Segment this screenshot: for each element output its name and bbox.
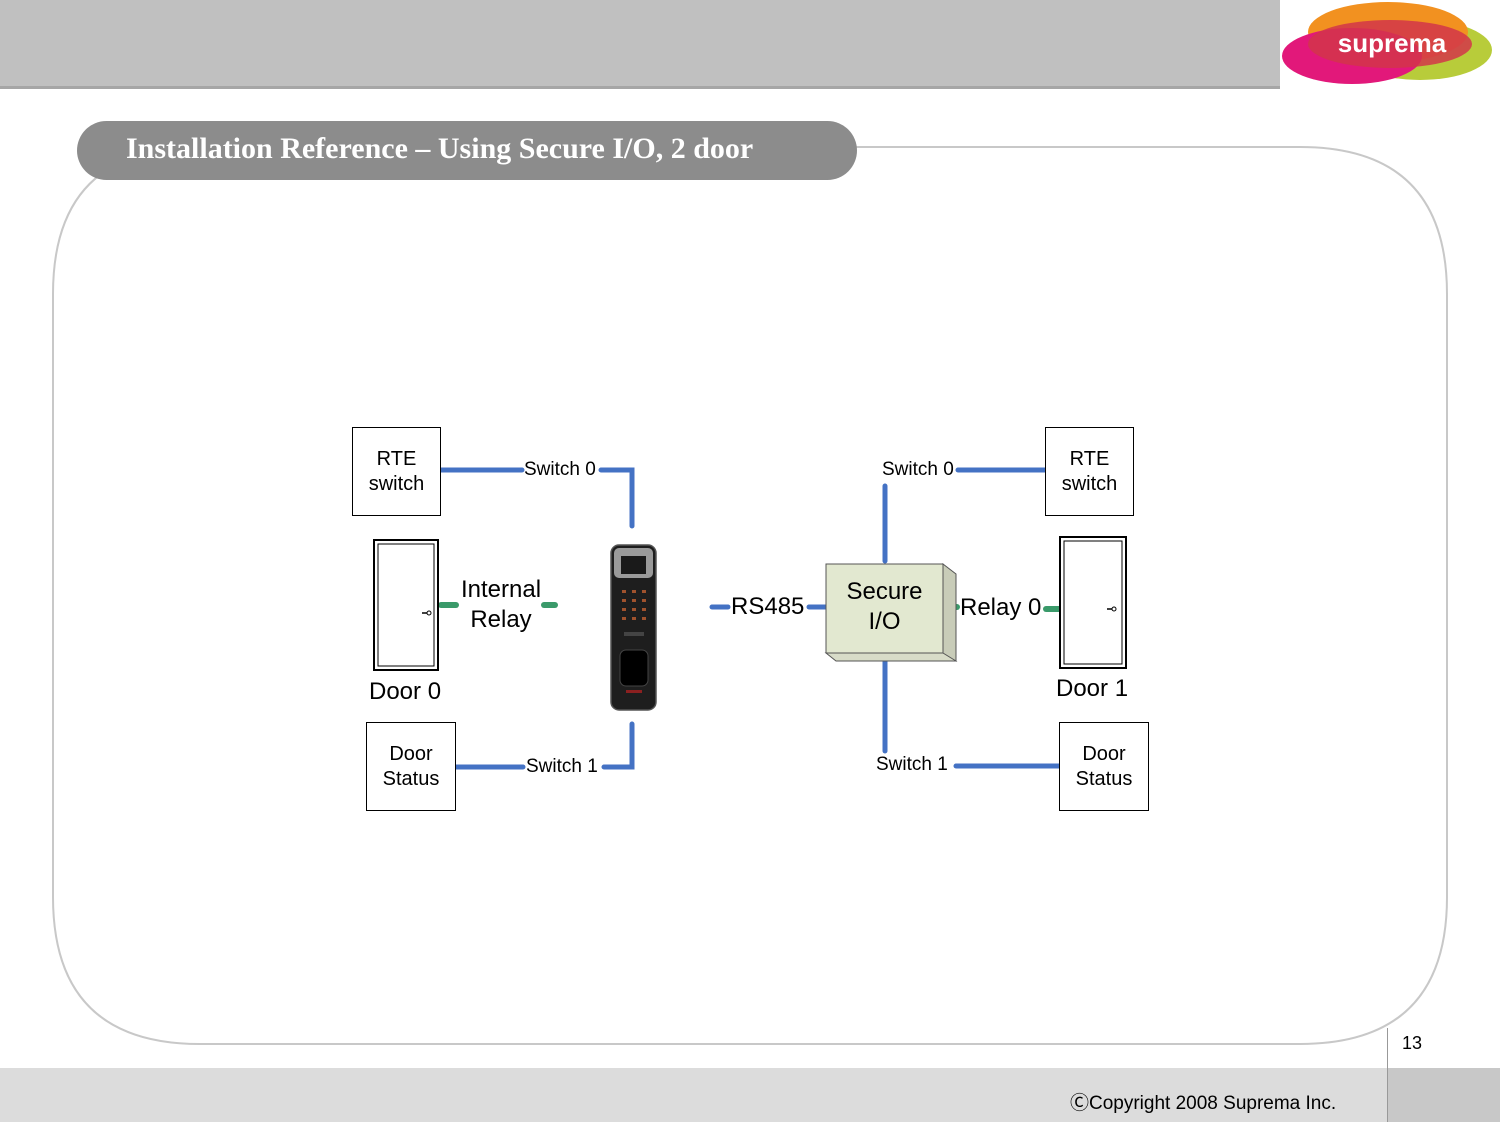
left-switch0-label: Switch 0 — [524, 459, 596, 480]
door1-label: Door 1 — [1056, 675, 1129, 702]
header-bar — [0, 0, 1280, 89]
title-banner — [77, 121, 857, 180]
page-title: Installation Reference – Using Secure I/… — [126, 132, 754, 165]
left-rte-switch-box: RTE switch — [352, 427, 441, 516]
secure-io-label: Secure I/O — [846, 578, 923, 635]
secure-io-box — [824, 562, 958, 662]
footer-corner — [1388, 1068, 1500, 1122]
door1-icon — [1059, 536, 1127, 669]
logo-text: suprema — [1338, 28, 1447, 58]
door0-icon — [373, 539, 439, 671]
right-door-status-box: Door Status — [1059, 722, 1149, 811]
fingerprint-reader-icon — [610, 544, 657, 711]
page-number: 13 — [1402, 1033, 1423, 1053]
suprema-logo: suprema — [1282, 2, 1492, 84]
relay0-label: Relay 0 — [960, 594, 1042, 621]
right-switch1-label: Switch 1 — [876, 754, 948, 775]
footer-divider — [1387, 1028, 1388, 1122]
left-switch1-wire — [601, 721, 635, 770]
rs485-label: RS485 — [731, 593, 805, 620]
left-switch0-wire — [598, 467, 635, 529]
right-rte-switch-box: RTE switch — [1045, 427, 1134, 516]
left-door-status-box: Door Status — [366, 722, 456, 811]
door0-label: Door 0 — [369, 678, 442, 705]
left-switch1-label: Switch 1 — [526, 756, 598, 777]
internal-relay-label: Internal Relay — [460, 576, 542, 633]
right-switch0-label: Switch 0 — [882, 459, 954, 480]
copyright-text: ⒸCopyright 2008 Suprema Inc. — [1070, 1093, 1337, 1114]
footer-bar — [0, 1068, 1500, 1122]
